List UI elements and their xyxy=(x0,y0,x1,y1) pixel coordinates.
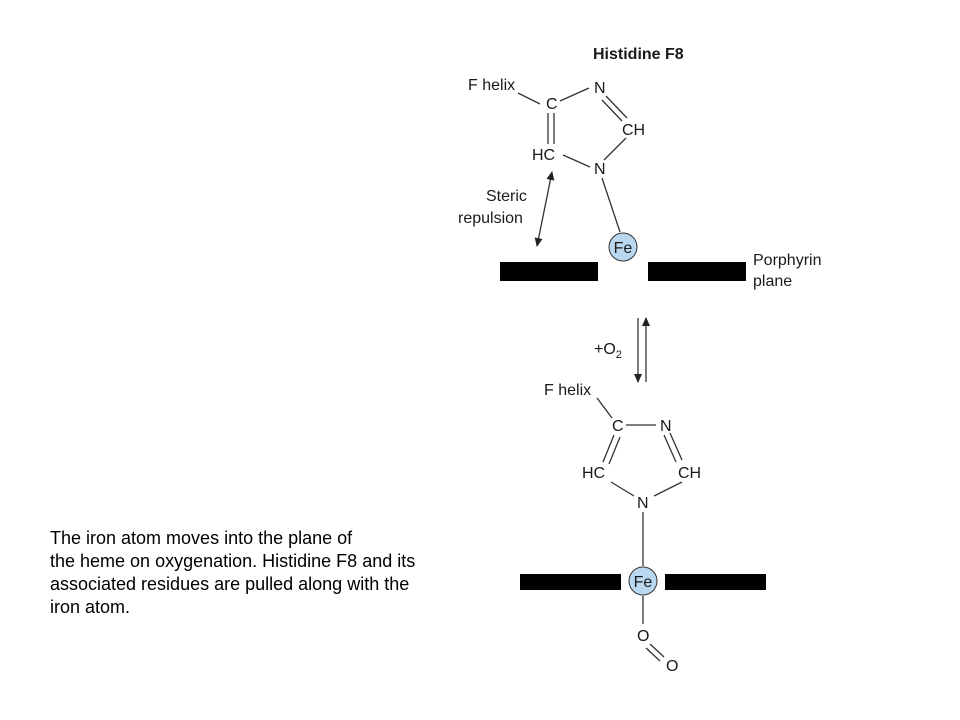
top-bond-hc-n2 xyxy=(562,154,591,168)
bottom-f-helix-bond xyxy=(596,397,613,419)
top-fe-label: Fe xyxy=(614,240,633,257)
steric-label-line1: Steric xyxy=(486,188,527,205)
bottom-fe-circle xyxy=(628,566,658,596)
caption-line-2: the heme on oxygenation. Histidine F8 an… xyxy=(50,551,416,571)
top-atom-hc: HC xyxy=(532,147,555,164)
bottom-bond-c-hc-a xyxy=(602,434,615,463)
bottom-porphyrin-left xyxy=(520,574,621,590)
histidine-f8-title: Histidine F8 xyxy=(593,46,684,63)
caption-line-4: iron atom. xyxy=(50,597,131,617)
top-f-helix-bond xyxy=(517,92,541,105)
steric-label-line2: repulsion xyxy=(458,210,523,227)
top-bond-c-n1 xyxy=(559,87,590,102)
oxygen-reagent-label: +O2 xyxy=(594,341,622,361)
bottom-porphyrin-right xyxy=(665,574,766,590)
bottom-bond-o-o-b xyxy=(645,647,661,662)
bottom-bond-hc-n2 xyxy=(610,481,635,497)
caption-line-1: The iron atom moves into the plane of xyxy=(50,528,353,548)
top-fe-circle xyxy=(608,232,638,262)
top-porphyrin-right xyxy=(648,262,746,281)
bottom-atom-o1: O xyxy=(637,628,649,645)
top-f-helix-label: F helix xyxy=(468,77,515,94)
bottom-bond-n1-ch-b xyxy=(669,432,683,461)
caption-text: The iron atom moves into the plane of th… xyxy=(50,527,520,619)
bottom-f-helix-label: F helix xyxy=(544,382,591,399)
top-atom-n2: N xyxy=(594,161,606,178)
top-atom-n1: N xyxy=(594,80,606,97)
top-bond-n1-ch-a xyxy=(605,95,628,119)
bottom-bond-o-o-a xyxy=(649,643,665,658)
bottom-atom-n1: N xyxy=(660,418,672,435)
bottom-atom-hc: HC xyxy=(582,465,605,482)
porphyrin-label-line1: Porphyrin xyxy=(753,252,821,269)
bottom-atom-ch: CH xyxy=(678,465,701,482)
top-bond-n2-fe xyxy=(601,177,621,233)
steric-repulsion-arrow xyxy=(534,171,555,247)
bottom-bond-c-hc-b xyxy=(608,436,621,465)
porphyrin-label-line2: plane xyxy=(753,273,792,290)
bottom-atom-c: C xyxy=(612,418,624,435)
top-porphyrin-left xyxy=(500,262,598,281)
top-bond-ch-n2 xyxy=(603,137,627,161)
bottom-atom-o2: O xyxy=(666,658,678,675)
top-atom-ch: CH xyxy=(622,122,645,139)
bottom-atom-n2: N xyxy=(637,495,649,512)
bottom-fe-label: Fe xyxy=(634,574,653,591)
top-bond-n1-ch-b xyxy=(601,99,623,122)
bottom-bond-ch-n2 xyxy=(653,481,683,497)
caption-line-3: associated residues are pulled along wit… xyxy=(50,574,410,594)
bottom-bond-n1-ch-a xyxy=(663,434,677,463)
top-atom-c: C xyxy=(546,96,558,113)
